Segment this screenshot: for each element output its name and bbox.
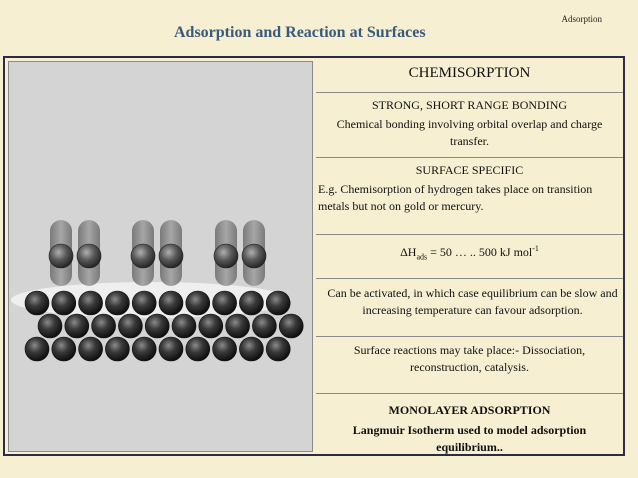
- surface-atom: [278, 313, 304, 339]
- surface-atom: [252, 313, 277, 339]
- surface-atom: [37, 313, 63, 339]
- adsorbate-molecules: [48, 243, 267, 269]
- surface-atom: [24, 290, 50, 316]
- surface-atom: [239, 290, 264, 316]
- surface-atom: [118, 313, 143, 339]
- panel-title: CHEMISORPTION: [408, 65, 531, 81]
- surface-atom: [144, 313, 170, 339]
- enthalpy-symbol: ΔH: [400, 245, 417, 259]
- surface-atom: [24, 336, 50, 362]
- surface-illustration: [8, 61, 313, 452]
- chemisorption-panel: CHEMISORPTION STRONG, SHORT RANGE BONDIN…: [316, 60, 623, 454]
- surface-atom: [64, 313, 90, 339]
- specific-heading: SURFACE SPECIFIC: [415, 163, 524, 177]
- surface-atom: [239, 336, 264, 362]
- surface-atom: [225, 313, 250, 339]
- surface-diagram: [11, 220, 304, 362]
- surface-atom: [51, 336, 77, 362]
- surface-atom: [158, 290, 184, 316]
- surface-atom: [212, 290, 237, 316]
- surface-atom: [91, 313, 116, 339]
- bonding-text: Chemical bonding involving orbital overl…: [336, 117, 603, 148]
- surface-atom: [171, 313, 197, 339]
- surface-atom: [198, 313, 224, 339]
- surface-atom: [78, 336, 103, 362]
- surface-atom: [105, 336, 130, 362]
- adsorbate-atom: [76, 243, 102, 269]
- reactions-cell: Surface reactions may take place:- Disso…: [316, 337, 623, 394]
- bonding-heading: STRONG, SHORT RANGE BONDING: [371, 98, 568, 112]
- corner-label: Adsorption: [561, 14, 603, 24]
- adsorbate-atom: [241, 243, 267, 269]
- surface-atom: [131, 290, 157, 316]
- adsorbate-atom: [213, 243, 239, 269]
- specific-cell: SURFACE SPECIFIC E.g. Chemisorption of h…: [316, 158, 623, 235]
- enthalpy-value: = 50 … .. 500 kJ mol: [427, 245, 533, 259]
- surface-atom: [78, 290, 103, 316]
- panel-title-cell: CHEMISORPTION: [316, 60, 623, 93]
- surface-atom: [212, 336, 237, 362]
- monolayer-heading: MONOLAYER ADSORPTION: [388, 403, 551, 417]
- surface-lattice: [24, 290, 304, 362]
- adsorbate-atom: [158, 243, 184, 269]
- enthalpy-subscript: ads: [416, 252, 428, 262]
- surface-atom: [265, 290, 291, 316]
- enthalpy-cell: ΔHads = 50 … .. 500 kJ mol-1: [316, 235, 623, 279]
- monolayer-cell: MONOLAYER ADSORPTION Langmuir Isotherm u…: [316, 394, 623, 454]
- adsorbate-atom: [48, 243, 74, 269]
- adsorbate-atom: [130, 243, 156, 269]
- slide-title: Adsorption and Reaction at Surfaces: [174, 24, 426, 41]
- surface-atom: [51, 290, 77, 316]
- enthalpy-superscript: -1: [532, 244, 539, 253]
- content-frame: CHEMISORPTION STRONG, SHORT RANGE BONDIN…: [3, 56, 625, 456]
- surface-atom: [185, 290, 211, 316]
- activation-text: Can be activated, in which case equilibr…: [327, 286, 618, 317]
- surface-atom: [158, 336, 184, 362]
- activation-cell: Can be activated, in which case equilibr…: [316, 279, 623, 337]
- specific-text: E.g. Chemisorption of hydrogen takes pla…: [318, 182, 593, 213]
- reactions-text: Surface reactions may take place:- Disso…: [353, 343, 586, 374]
- surface-atom: [105, 290, 130, 316]
- surface-atom: [185, 336, 211, 362]
- surface-atom: [265, 336, 291, 362]
- bonding-cell: STRONG, SHORT RANGE BONDING Chemical bon…: [316, 93, 623, 158]
- surface-atom: [131, 336, 157, 362]
- monolayer-text: Langmuir Isotherm used to model adsorpti…: [352, 423, 587, 454]
